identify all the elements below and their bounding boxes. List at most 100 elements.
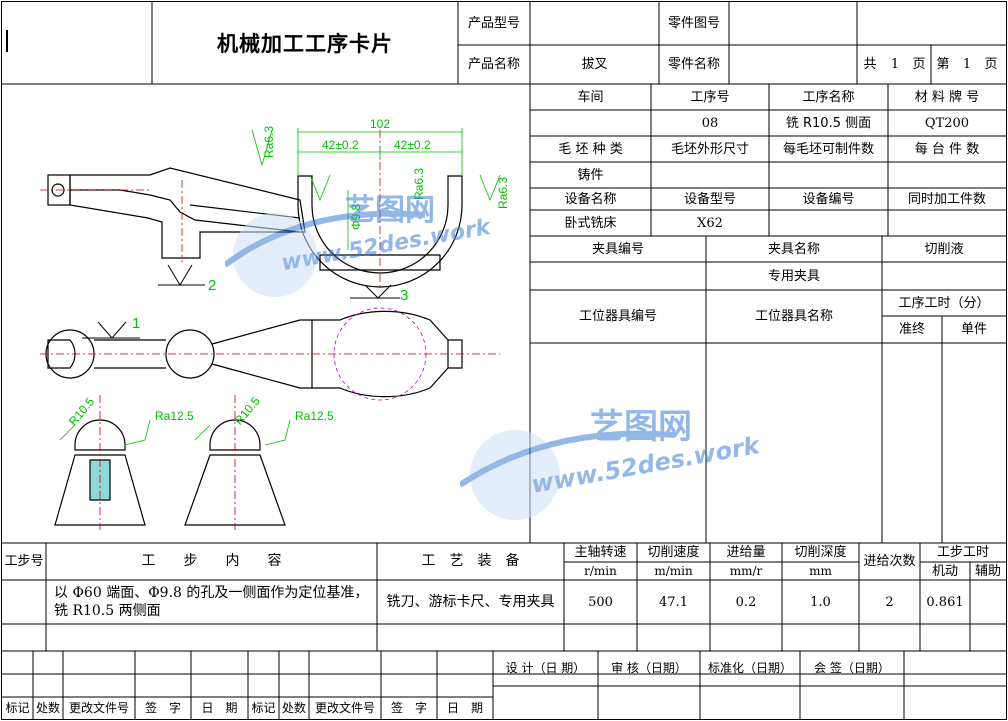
page-suffix: 页: [984, 57, 998, 72]
part-drawing: 102 42±0.2 42±0.2 Ra6.3 Ra6.3 Ra6.3 Ra12…: [40, 117, 510, 530]
equip-model-value: X62: [697, 215, 723, 231]
page-prefix: 第: [936, 57, 950, 72]
section-view-2: [184, 419, 286, 526]
center-lines: [40, 130, 500, 530]
dim-102: 102: [370, 117, 390, 131]
material-value: QT200: [924, 115, 970, 131]
standard-label: 标准化（日期）: [707, 661, 792, 675]
countersign-label: 会 签（日期）: [814, 661, 890, 675]
page-no-value: 1: [962, 57, 972, 72]
step-content-label: 工 步 内 容: [141, 553, 282, 569]
equipment-label: 工 艺 装 备: [421, 553, 520, 569]
blank-type-value: 铸件: [577, 167, 604, 183]
step-row-cut-speed: 47.1: [659, 594, 688, 610]
step-row-aux-time: [970, 580, 1006, 624]
equip-no-label: 设备编号: [802, 191, 855, 207]
count-label-2: 处数: [281, 700, 306, 715]
depth-unit: mm: [809, 563, 832, 578]
step-row-spindle: 500: [588, 594, 613, 610]
review-label: 审 核（日期）: [611, 661, 687, 675]
product-model-value: [530, 2, 659, 45]
dimension-lines: [59, 128, 501, 446]
locating-symbols: [82, 264, 400, 339]
op-name-label: 工序名称: [802, 89, 855, 105]
op-no-value: 08: [701, 115, 719, 131]
rough-3: Ra6.3: [496, 177, 510, 209]
fixture-name-label: 夹具名称: [767, 241, 820, 257]
step-no-label: 工步号: [4, 554, 44, 569]
dim-42-a: 42±0.2: [322, 138, 359, 152]
product-model-label: 产品型号: [467, 16, 520, 31]
part-drawing-no-label: 零件图号: [667, 16, 720, 31]
change-doc-label-2: 更改文件号: [314, 700, 375, 715]
part-name-value: [729, 45, 857, 84]
date-label-2: 日 期: [446, 700, 483, 715]
unit-time-label: 单件: [960, 322, 987, 337]
equip-name-value: 卧式铣床: [564, 215, 617, 231]
feed-unit: mm/r: [729, 563, 763, 578]
coolant-label: 切削液: [924, 241, 964, 257]
fixture-no-label: 夹具编号: [591, 241, 644, 257]
rough-2: Ra6.3: [412, 168, 426, 200]
workshop-label: 车间: [577, 89, 604, 105]
locator-label-2: 2: [208, 277, 216, 294]
change-doc-label-1: 更改文件号: [68, 700, 129, 715]
rough-5: Ra12.5: [295, 409, 334, 423]
step-row-machine-time: 0.861: [926, 594, 964, 610]
material-label: 材 料 牌 号: [914, 89, 980, 105]
workshop-value: [530, 110, 651, 136]
date-label-1: 日 期: [201, 700, 238, 715]
cut-speed-unit: m/min: [654, 563, 693, 578]
step-row-feed: 0.2: [735, 594, 757, 610]
watermark-top-cn: 艺图网: [345, 192, 435, 228]
part-name-label: 零件名称: [667, 57, 720, 72]
locator-label-1: 1: [132, 315, 140, 332]
depth-label: 切削深度: [794, 545, 847, 560]
step-row-equipment: 铣刀、游标卡尺、专用夹具: [386, 594, 555, 610]
locator-label-3: 3: [400, 287, 408, 304]
mark-label-1: 标记: [5, 700, 30, 715]
equip-name-label: 设备名称: [564, 191, 617, 207]
rough-4: Ra12.5: [155, 409, 194, 423]
step-row-no: [2, 580, 46, 624]
op-time-label: 工序工时（分）: [898, 295, 990, 311]
card-title: 机械加工工序卡片: [217, 30, 393, 56]
machine-time-label: 机动: [931, 563, 958, 579]
part-drawing-no-value: [729, 2, 857, 45]
blank-size-label: 毛坯外形尺寸: [670, 141, 749, 157]
simul-parts-label: 同时加工件数: [907, 191, 986, 207]
count-label-1: 处数: [35, 700, 60, 715]
signature-label-2: 签 字: [390, 700, 427, 715]
step-row-passes: 2: [885, 594, 894, 610]
mark-label-2: 标记: [251, 700, 276, 715]
passes-label: 进给次数: [863, 554, 916, 569]
op-name-value: 铣 R10.5 侧面: [785, 115, 872, 131]
watermark-middle: 艺图网 www.52des.work: [458, 400, 790, 535]
total-pages-prefix: 共: [863, 57, 877, 72]
cut-speed-label: 切削速度: [647, 545, 700, 560]
blank-type-label: 毛 坯 种 类: [558, 141, 623, 157]
signature-label-1: 签 字: [144, 700, 181, 715]
total-pages-value: 1: [890, 57, 900, 72]
r105-a: R10.5: [66, 395, 98, 429]
spindle-unit: r/min: [584, 563, 617, 578]
equip-model-label: 设备型号: [683, 191, 736, 207]
fixture-name-value: 专用夹具: [767, 268, 820, 284]
feed-label: 进给量: [726, 545, 766, 560]
parts-per-blank-label: 每毛坯可制件数: [782, 141, 874, 157]
prep-time-label: 准终: [898, 322, 925, 337]
watermark-middle-cn: 艺图网: [590, 407, 692, 447]
watermark-top: 艺图网 www.52des.work: [223, 185, 530, 315]
design-label: 设 计（日 期）: [505, 661, 586, 675]
product-name-label: 产品名称: [467, 57, 520, 72]
station-tool-name-label: 工位器具名称: [754, 309, 833, 324]
aux-time-label: 辅助: [974, 563, 1001, 579]
station-tool-no-label: 工位器具编号: [578, 309, 657, 324]
fork-end-view: [297, 175, 463, 288]
hidden-lines: [333, 307, 427, 401]
step-time-label: 工步工时: [936, 545, 989, 560]
total-pages-suffix: 页: [912, 57, 926, 72]
op-no-label: 工序号: [690, 89, 730, 105]
dim-42-b: 42±0.2: [394, 138, 431, 152]
